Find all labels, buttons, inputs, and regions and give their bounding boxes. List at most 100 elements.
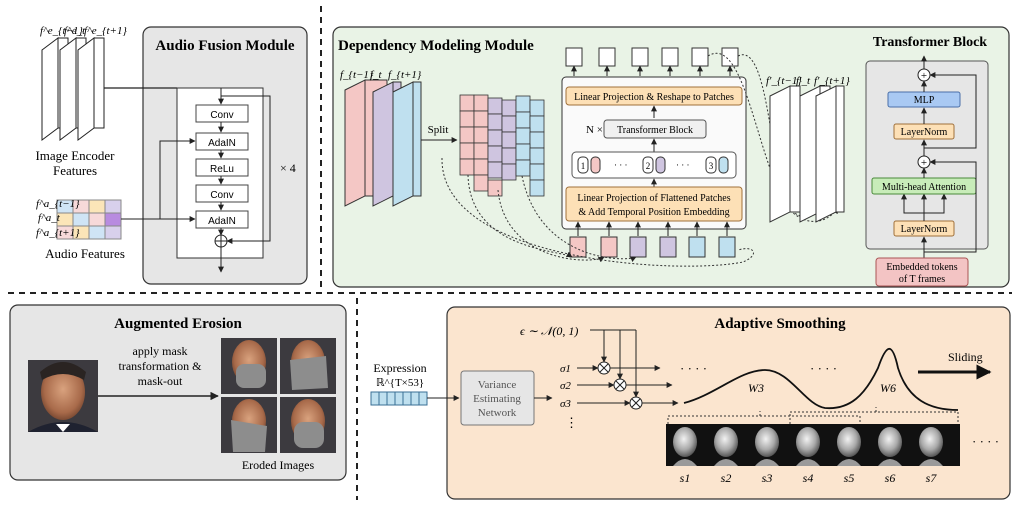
smoothing-curve: [683, 347, 959, 411]
frame-7: [919, 427, 943, 466]
n-times-label: N ×: [586, 124, 603, 136]
frame-label-5: s5: [844, 471, 855, 485]
svg-text:2: 2: [646, 161, 651, 171]
frame-label-1: s1: [680, 471, 691, 485]
output-feature-stack: [769, 85, 845, 223]
svg-text:of T frames: of T frames: [899, 274, 945, 285]
token-group-1: 1: [577, 156, 601, 174]
rendered-frames-strip: [666, 424, 960, 466]
frame-2: [714, 427, 738, 466]
repeat-label: × 4: [280, 161, 296, 175]
hdots-1: · · · ·: [680, 361, 707, 376]
enc-label-next: f^e_{t+1}: [84, 25, 127, 37]
window-brackets: [667, 407, 959, 424]
svg-text:Conv: Conv: [210, 110, 233, 121]
token-dots-1: · · ·: [614, 160, 628, 170]
residual-2: [924, 72, 977, 149]
image-encoder-label-1: Image Encoder: [35, 148, 115, 163]
frame-4: [796, 427, 820, 466]
augmented-erosion: Augmented Erosion apply mask transformat…: [9, 304, 347, 481]
frame-label-3: s3: [762, 471, 773, 485]
fusion-layer-conv-2: Conv: [195, 184, 249, 203]
fusion-layer-relu: ReLu: [195, 158, 249, 177]
svg-text:LayerNorm: LayerNorm: [901, 224, 948, 235]
mlp-box: MLP: [887, 91, 961, 108]
enc-label-prev: f^e_{t−1}: [40, 25, 83, 37]
fusion-layer-conv-1: Conv: [195, 104, 249, 123]
source-face-image: [28, 360, 98, 432]
audio-features-grid: [56, 199, 122, 240]
erosion-arrow-label-3: mask-out: [138, 374, 183, 388]
svg-text:Network: Network: [478, 407, 517, 419]
svg-text:ReLu: ReLu: [210, 164, 234, 175]
audio-fusion-module: Audio Fusion Module f^e_{t−1} f^e_t f^e_…: [35, 25, 308, 285]
fusion-layer-adain-2: AdaIN: [195, 210, 249, 229]
sigma-vdots: ⋮: [565, 415, 578, 430]
image-encoder-label-2: Features: [53, 163, 97, 178]
window-label-w3: W3: [748, 381, 764, 395]
erosion-title: Augmented Erosion: [114, 316, 242, 332]
frame-1: [673, 427, 697, 466]
sigma-3: σ3: [560, 398, 571, 410]
multiply-node-3: [629, 396, 643, 410]
token-group-3: 3: [705, 156, 729, 174]
multi-head-attention: Multi-head Attention: [871, 177, 977, 195]
eroded-image-3: [221, 397, 277, 453]
eroded-image-1: [221, 338, 277, 394]
frame-3: [755, 427, 779, 466]
residual-1: [924, 159, 977, 253]
enc-label-cur: f^e_t: [64, 25, 86, 37]
adaptive-smoothing: Adaptive Smoothing Expression ℝ^{T×53} V…: [370, 306, 1011, 500]
input-label-next: f_{t+1}: [388, 69, 422, 81]
transformer-title: Transformer Block: [873, 35, 987, 50]
audio-fusion-title: Audio Fusion Module: [155, 38, 295, 54]
fusion-skip-connection: [221, 95, 271, 244]
frames-hdots: · · · ·: [972, 434, 999, 449]
hdots-2: · · · ·: [810, 361, 837, 376]
svg-text:Conv: Conv: [210, 190, 233, 201]
epsilon-label: ϵ ∼ 𝒩(0, 1): [520, 324, 578, 338]
frame-label-2: s2: [721, 471, 732, 485]
sliding-label: Sliding: [948, 350, 983, 364]
token-group-2: 2: [642, 156, 666, 174]
svg-text:Embedded tokens: Embedded tokens: [886, 262, 957, 273]
frame-5: [837, 427, 861, 466]
svg-text:+: +: [921, 70, 927, 82]
input-patch-cubes: [569, 236, 736, 258]
linear-projection-top: Linear Projection & Reshape to Patches: [565, 86, 743, 106]
svg-text:+: +: [921, 157, 927, 169]
audio-label-prev: f^a_{t−1}: [36, 198, 80, 210]
audio-label-cur: f^a_t: [38, 212, 61, 224]
input-feature-stack: [344, 79, 422, 207]
transformer-detail-box: [865, 60, 989, 250]
svg-text:Estimating: Estimating: [473, 393, 521, 405]
svg-text:Multi-head Attention: Multi-head Attention: [882, 182, 966, 193]
input-label-prev: f_{t−1}: [340, 69, 374, 81]
token-sequence: [571, 151, 737, 179]
window-label-w6: W6: [880, 381, 896, 395]
sigma-1: σ1: [560, 363, 571, 375]
transformer-block-inner: Transformer Block: [603, 119, 707, 139]
split-patch-grid: [459, 94, 545, 197]
fusion-layer-adain-1: AdaIN: [195, 132, 249, 151]
embedded-tokens-box: Embedded tokens of T frames: [875, 257, 969, 287]
variance-estimating-network: Variance Estimating Network: [460, 370, 535, 426]
expression-dim: ℝ^{T×53}: [376, 377, 424, 389]
svg-text:LayerNorm: LayerNorm: [901, 127, 948, 138]
split-label: Split: [428, 124, 449, 136]
output-label-prev: f′_{t−1}: [766, 75, 802, 87]
svg-text:3: 3: [709, 161, 714, 171]
output-label-cur: f′_t: [796, 75, 811, 87]
svg-text:1: 1: [581, 161, 586, 171]
output-label-next: f′_{t+1}: [814, 75, 850, 87]
layernorm-bottom: LayerNorm: [893, 220, 955, 237]
expression-vector: [370, 391, 428, 406]
dependency-modeling-module: Dependency Modeling Module f_{t−1} f_t f…: [332, 26, 1010, 288]
layernorm-top: LayerNorm: [893, 123, 955, 140]
svg-text:Variance: Variance: [478, 379, 517, 391]
sigma-2: σ2: [560, 380, 571, 392]
svg-text:Transformer Block: Transformer Block: [617, 125, 693, 136]
smoothing-title: Adaptive Smoothing: [714, 316, 846, 332]
svg-text:AdaIN: AdaIN: [208, 216, 236, 227]
eroded-image-4: [280, 397, 336, 453]
